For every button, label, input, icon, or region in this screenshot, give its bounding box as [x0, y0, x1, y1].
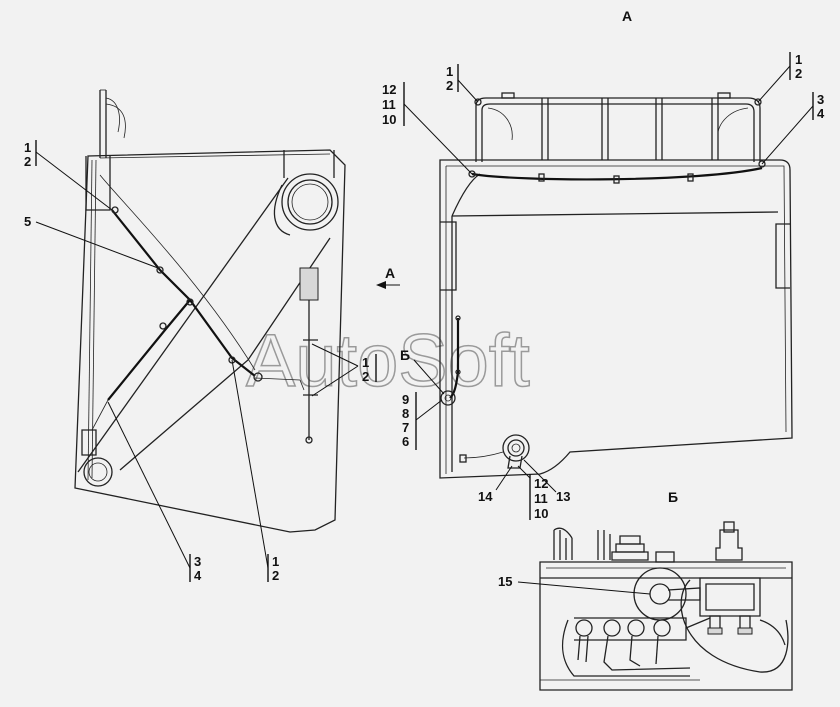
callout-label: 10 — [534, 506, 548, 521]
top-guard-rail — [475, 92, 761, 162]
callout-label: 14 — [478, 489, 493, 504]
callout-label: 2 — [795, 66, 802, 81]
callout-label: 3 — [817, 92, 824, 107]
callout-label: 10 — [382, 112, 396, 127]
callout-label: 12 — [382, 82, 396, 97]
callout-label: 15 — [498, 574, 512, 589]
view-a-title: А — [622, 8, 632, 24]
fuel-filler-cylinder — [273, 150, 339, 236]
callout-label: 11 — [382, 97, 396, 112]
callout-label: 1 — [362, 355, 369, 370]
callout-label: 1 — [446, 64, 453, 79]
callout-label: 2 — [24, 154, 31, 169]
callout-label: 12 — [534, 476, 548, 491]
callout-label: 2 — [446, 78, 453, 93]
drain-fitting — [459, 434, 530, 469]
left-side-panel — [74, 89, 400, 533]
callout-label: 4 — [817, 106, 825, 121]
callout-label: 1 — [24, 140, 31, 155]
callout-label: 1 — [272, 554, 279, 569]
callout-label: 11 — [534, 491, 548, 506]
view-a-arrow-label: А — [385, 265, 395, 281]
detail-callout: 15 — [498, 574, 651, 595]
callout-label: 9 — [402, 392, 409, 407]
callout-label: 2 — [272, 568, 279, 583]
callout-label: 6 — [402, 434, 409, 449]
level-sensor-assembly — [254, 267, 319, 444]
detail-b — [539, 521, 793, 691]
watermark-text: AutoSoft — [246, 319, 530, 402]
callout-label: 2 — [362, 369, 369, 384]
view-b-title: Б — [668, 489, 678, 505]
callout-label: 5 — [24, 214, 31, 229]
callout-label: 4 — [194, 568, 202, 583]
left-callouts: 1 2 5 1 2 3 4 1 2 А — [24, 140, 395, 583]
sensor-point-b — [440, 390, 456, 406]
right-callouts: 1 2 12 11 10 1 2 3 4 Б 9 8 7 6 14 13 12 … — [382, 52, 825, 521]
callout-label: 1 — [795, 52, 802, 67]
callout-label: 7 — [402, 420, 409, 435]
callout-label: 3 — [194, 554, 201, 569]
callout-label: 8 — [402, 406, 409, 421]
view-b-marker: Б — [400, 347, 410, 363]
tank-view-a — [439, 92, 793, 479]
callout-label: 13 — [556, 489, 570, 504]
